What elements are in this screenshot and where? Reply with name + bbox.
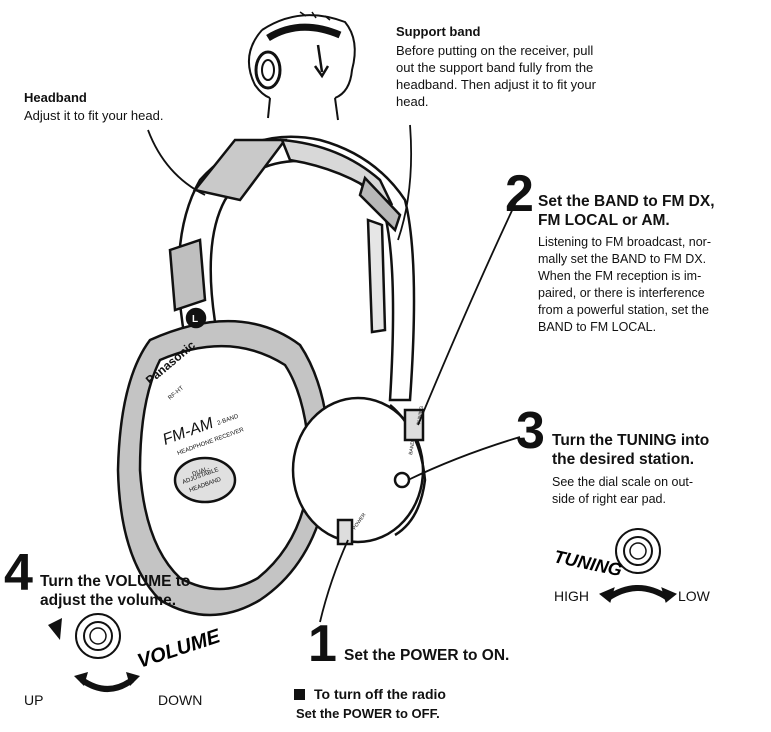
step-3-number: 3 <box>516 402 545 460</box>
step-2-body: Listening to FM broadcast, nor- mally se… <box>538 235 711 334</box>
band-leader <box>417 201 517 426</box>
left-earcup <box>116 307 332 617</box>
volume-label: VOLUME <box>135 625 224 673</box>
step-2-number: 2 <box>505 165 534 223</box>
tuning-label: TUNING <box>552 546 624 580</box>
volume-up-arrow <box>48 618 62 640</box>
headband-leader <box>147 129 206 196</box>
right-earcup <box>291 396 427 546</box>
switch-label-band: BAND <box>408 440 416 455</box>
headband-title: Headband <box>24 90 87 105</box>
step-1-note-title: To turn off the radio <box>314 686 446 702</box>
step-1-title: Set the POWER to ON. <box>344 647 510 664</box>
tuning-low-label: LOW <box>678 588 710 604</box>
switch-label-tuning: TUNING <box>416 405 425 425</box>
tuning-high-label: HIGH <box>554 588 589 604</box>
tuning-arrow <box>606 585 670 601</box>
tuning-leader <box>407 436 521 481</box>
ear-mark: L <box>192 314 198 325</box>
step-3-body: See the dial scale on out- side of right… <box>552 475 694 506</box>
volume-up-label: UP <box>24 692 44 708</box>
headband-body: Adjust it to fit your head. <box>24 108 164 123</box>
support-band-body: Before putting on the receiver, pull out… <box>396 43 596 109</box>
tuning-knob <box>615 528 661 574</box>
step-4-number: 4 <box>4 544 33 602</box>
step-4-title: Turn the VOLUME to adjust the volume. <box>40 573 191 609</box>
leader-lines <box>147 124 521 623</box>
volume-arrow <box>80 677 134 692</box>
note-bullet <box>294 689 305 700</box>
support-band-leader <box>397 124 412 241</box>
power-leader <box>319 539 349 623</box>
volume-down-label: DOWN <box>158 692 203 708</box>
dual-label-1: DUAL- <box>192 466 211 478</box>
step-3-title: Turn the TUNING into the desired station… <box>552 432 710 468</box>
head-illustration <box>247 11 356 121</box>
step-1-note-body: Set the POWER to OFF. <box>296 706 440 721</box>
support-band-title: Support band <box>396 24 481 39</box>
step-2-title: Set the BAND to FM DX, FM LOCAL or AM. <box>538 193 715 229</box>
volume-knob <box>75 613 121 659</box>
step-1-number: 1 <box>308 615 337 673</box>
